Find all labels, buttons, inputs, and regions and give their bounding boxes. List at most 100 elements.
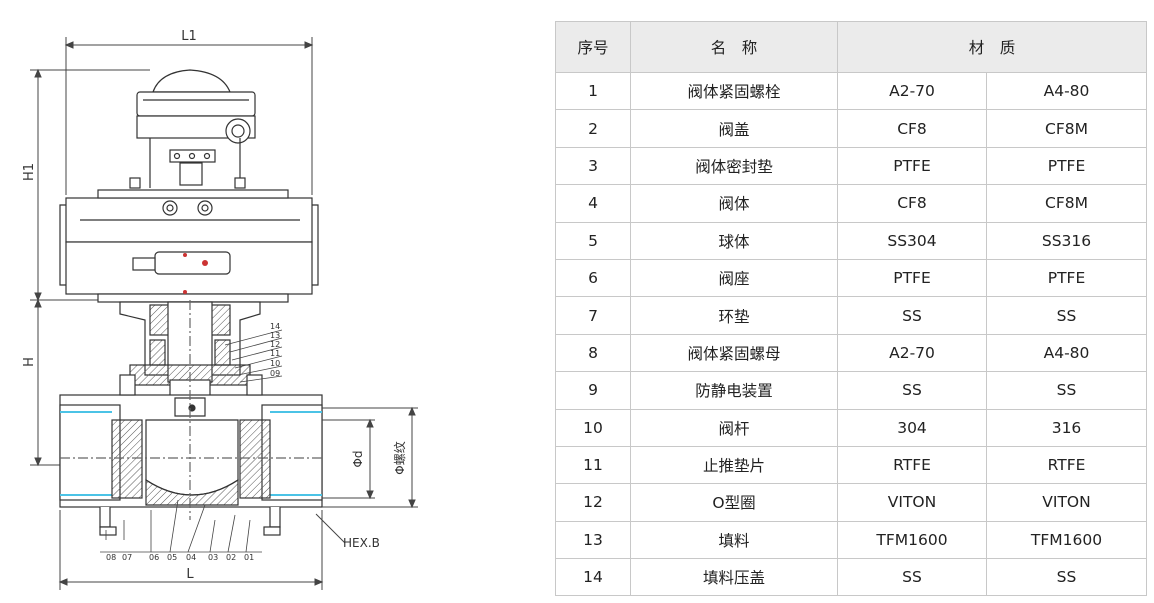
row-material-1: RTFE <box>837 445 987 485</box>
dimension-l1 <box>64 37 314 195</box>
row-material-1: SS <box>837 371 987 410</box>
row-name: 环垫 <box>630 296 838 335</box>
row-name: 止推垫片 <box>630 445 838 485</box>
row-material-2: A4-80 <box>985 333 1148 373</box>
row-material-2: SS316 <box>985 221 1148 260</box>
row-name: 填料 <box>630 520 838 560</box>
callout-12: 12 <box>270 340 280 349</box>
row-name: 阀体密封垫 <box>630 146 838 186</box>
row-no: 3 <box>555 146 631 186</box>
callout-leaders-right <box>224 329 283 383</box>
row-material-1: CF8 <box>837 109 987 148</box>
row-material-2: TFM1600 <box>985 520 1148 560</box>
dimension-phi-d <box>322 418 375 500</box>
row-name: 阀体 <box>630 184 838 223</box>
hex-label: HEX.B <box>343 536 380 550</box>
dimension-h1 <box>30 68 150 302</box>
callout-02: 02 <box>226 553 236 562</box>
row-name: 阀体紧固螺母 <box>630 333 838 373</box>
callout-14: 14 <box>270 322 280 331</box>
callout-10: 10 <box>270 359 280 368</box>
row-material-1: A2-70 <box>837 71 987 111</box>
callout-leaders-bottom <box>100 499 262 553</box>
table-header-row: 序号 名 称 材 质 <box>555 21 1148 73</box>
callout-07: 07 <box>122 553 132 562</box>
position-indicator <box>129 69 256 189</box>
row-material-2: CF8M <box>985 184 1148 223</box>
row-no: 11 <box>555 445 631 485</box>
row-no: 2 <box>555 109 631 148</box>
callout-13: 13 <box>270 331 280 340</box>
dimension-h1-label: H1 <box>22 163 37 181</box>
dimension-l1-label: L1 <box>181 29 197 44</box>
row-no: 7 <box>555 296 631 335</box>
row-name: 阀盖 <box>630 109 838 148</box>
row-name: 球体 <box>630 221 838 260</box>
valve-technical-drawing: L1 H1 H <box>22 29 418 590</box>
callout-04: 04 <box>186 553 196 562</box>
row-no: 4 <box>555 184 631 223</box>
callout-06: 06 <box>149 553 159 562</box>
row-no: 8 <box>555 333 631 373</box>
row-material-1: VITON <box>837 483 987 522</box>
row-no: 10 <box>555 408 631 447</box>
row-material-2: CF8M <box>985 109 1148 148</box>
row-material-1: A2-70 <box>837 333 987 373</box>
row-material-1: SS <box>837 558 987 597</box>
row-name: 填料压盖 <box>630 558 838 597</box>
row-name: 阀体紧固螺栓 <box>630 71 838 111</box>
header-material: 材 质 <box>836 21 1148 73</box>
row-material-2: PTFE <box>985 146 1148 186</box>
row-material-1: CF8 <box>837 184 987 223</box>
row-material-2: SS <box>985 371 1148 410</box>
dimension-h <box>30 298 60 467</box>
hex-leader <box>315 513 346 544</box>
callout-09: 09 <box>270 369 280 378</box>
dimension-phi-d-label: Φd <box>351 450 365 467</box>
row-material-1: PTFE <box>837 146 987 186</box>
pneumatic-actuator <box>59 189 319 303</box>
row-material-2: 316 <box>985 408 1148 447</box>
row-name: O型圈 <box>630 483 838 522</box>
row-no: 1 <box>555 71 631 111</box>
row-name: 阀杆 <box>630 408 838 447</box>
row-no: 13 <box>555 520 631 560</box>
row-material-1: 304 <box>837 408 987 447</box>
valve-body <box>59 300 323 536</box>
callout-05: 05 <box>167 553 177 562</box>
dimension-l <box>58 510 324 590</box>
row-material-2: PTFE <box>985 258 1148 298</box>
row-material-2: A4-80 <box>985 71 1148 111</box>
row-material-1: TFM1600 <box>837 520 987 560</box>
row-material-2: RTFE <box>985 445 1148 485</box>
dimension-h-label: H <box>22 357 37 367</box>
callout-11: 11 <box>270 349 280 358</box>
row-no: 12 <box>555 483 631 522</box>
row-material-1: SS <box>837 296 987 335</box>
dimension-l-label: L <box>186 567 194 582</box>
row-name: 防静电装置 <box>630 371 838 410</box>
header-no: 序号 <box>555 21 631 73</box>
callout-03: 03 <box>208 553 218 562</box>
row-material-1: SS304 <box>837 221 987 260</box>
dimension-thread-label: Φ螺纹 <box>393 441 407 474</box>
row-name: 阀座 <box>630 258 838 298</box>
header-name: 名 称 <box>630 21 838 73</box>
row-material-2: VITON <box>985 483 1148 522</box>
row-material-2: SS <box>985 558 1148 597</box>
